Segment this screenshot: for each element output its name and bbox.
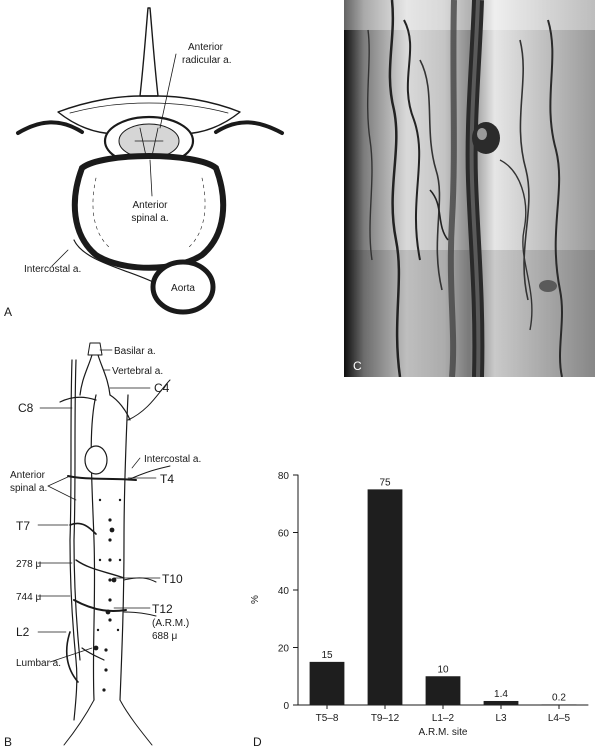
c8-label: C8 xyxy=(18,401,34,415)
x-axis-label: A.R.M. site xyxy=(419,727,468,738)
t7-label: T7 xyxy=(16,519,30,533)
bar-value-label: 10 xyxy=(437,664,449,675)
bar xyxy=(367,489,403,705)
intercostal-b-label: Intercostal a. xyxy=(144,454,201,465)
panel-d-letter: D xyxy=(253,735,262,749)
t12-diameter-label: 688 μ xyxy=(152,631,177,642)
t12-arm-label: (A.R.M.) xyxy=(152,618,189,629)
panel-a-drawing xyxy=(16,7,284,315)
t4-label: T4 xyxy=(160,472,174,486)
arm-site-bar-chart: 0 20 40 60 80 15 75 10 1.4 0.2 T5–8 T9–12 L1–2 L3 L4… xyxy=(250,471,589,738)
bar xyxy=(309,661,345,705)
panel-a-letter: A xyxy=(4,305,12,319)
lumbar-label: Lumbar a. xyxy=(16,658,61,669)
bar xyxy=(541,704,577,705)
y-tick-label: 60 xyxy=(278,529,290,540)
y-tick-label: 40 xyxy=(278,586,290,597)
bar-value-label: 0.2 xyxy=(552,692,566,703)
x-tick-label: T9–12 xyxy=(371,713,400,724)
y-tick-label: 80 xyxy=(278,471,290,482)
bar xyxy=(425,676,461,705)
x-tick-label: L3 xyxy=(495,713,507,724)
anterior-spinal-b-label-2: spinal a. xyxy=(10,483,47,494)
t12-label: T12 xyxy=(152,602,173,616)
diameter-744-label: 744 μ xyxy=(16,592,41,603)
bar-value-label: 15 xyxy=(321,650,333,661)
y-tick-label: 20 xyxy=(278,644,290,655)
anterior-radicular-label-2: radicular a. xyxy=(182,55,231,66)
aorta-label: Aorta xyxy=(171,283,195,294)
bar xyxy=(483,700,519,705)
anterior-radicular-label-1: Anterior xyxy=(188,42,224,53)
x-tick-label: T5–8 xyxy=(316,713,339,724)
y-axis-label: % xyxy=(250,595,261,604)
bar-value-label: 1.4 xyxy=(494,689,508,700)
vertebral-label: Vertebral a. xyxy=(112,366,163,377)
y-tick-label: 0 xyxy=(283,701,289,712)
diameter-278-label: 278 μ xyxy=(16,559,41,570)
bar-value-label: 75 xyxy=(379,477,391,488)
x-tick-label: L4–5 xyxy=(548,713,571,724)
t10-label: T10 xyxy=(162,572,183,586)
anterior-spinal-label-2: spinal a. xyxy=(131,213,168,224)
panel-b-letter: B xyxy=(4,735,12,749)
anterior-spinal-b-label-1: Anterior xyxy=(10,470,46,481)
anterior-spinal-label-1: Anterior xyxy=(132,200,168,211)
panel-b-drawing xyxy=(37,342,171,746)
l2-label: L2 xyxy=(16,625,30,639)
basilar-label: Basilar a. xyxy=(114,346,156,357)
panel-c-letter: C xyxy=(353,359,362,373)
x-tick-label: L1–2 xyxy=(432,713,455,724)
c4-label: C4 xyxy=(154,381,170,395)
angiogram-photo xyxy=(344,0,595,377)
intercostal-label: Intercostal a. xyxy=(24,264,81,275)
